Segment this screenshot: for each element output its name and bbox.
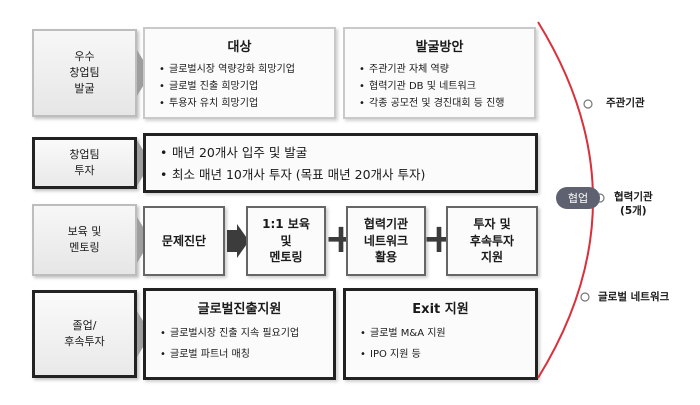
- exit-box: Exit 지원 글로벌 M&A 지원 IPO 지원 등: [343, 288, 538, 380]
- node-host: [583, 99, 593, 109]
- list-item: 글로벌 진출 희망기업: [159, 78, 334, 95]
- list-item: 글로벌 파트너 매칭: [160, 344, 333, 365]
- network-label: 글로벌 네트워크: [598, 291, 670, 303]
- global-title: 글로벌진출지원: [197, 302, 282, 317]
- cooperation-badge: 협업: [556, 187, 600, 209]
- list-item: 최소 매년 10개사 투자 (목표 매년 20개사 투자): [160, 164, 535, 186]
- list-item: 투용자 유치 희망기업: [159, 95, 334, 112]
- global-box: 글로벌진출지원 글로벌시장 진출 지속 필요기업 글로벌 파트너 매칭: [143, 288, 336, 380]
- partner-label: 협력기관 (5개): [614, 191, 653, 218]
- arrow-right-icon: [227, 230, 237, 252]
- list-item: 글로벌시장 역량강화 희망기업: [159, 61, 334, 78]
- step-mentoring: 1:1 보육 및 멘토링: [246, 206, 326, 276]
- discovery-title: 발굴방안: [415, 40, 464, 55]
- list-item: 글로벌 M&A 지원: [360, 323, 535, 344]
- step-diagnosis: 문제진단: [143, 206, 225, 276]
- target-title: 대상: [227, 40, 252, 55]
- step-network: 협력기관 네트워크 활용: [346, 206, 426, 276]
- list-item: 매년 20개사 입주 및 발굴: [160, 142, 535, 164]
- list-item: 글로벌시장 진출 지속 필요기업: [160, 323, 333, 344]
- list-item: 각종 공모전 및 경진대회 등 진행: [359, 95, 534, 112]
- host-label: 주관기관: [606, 97, 645, 109]
- list-item: 협력기관 DB 및 네트워크: [359, 78, 534, 95]
- exit-title: Exit 지원: [412, 302, 469, 317]
- stage-investment: 창업팀 투자: [32, 137, 137, 189]
- investment-box: 매년 20개사 입주 및 발굴 최소 매년 10개사 투자 (목표 매년 20개…: [143, 133, 538, 193]
- discovery-box: 발굴방안 주관기관 자체 역량 협력기관 DB 및 네트워크 각종 공모전 및 …: [343, 27, 536, 119]
- node-network: [580, 292, 590, 302]
- list-item: IPO 지원 등: [360, 344, 535, 365]
- stage-graduation: 졸업/ 후속투자: [32, 290, 137, 378]
- stage-discovery: 우수 창업팀 발굴: [32, 29, 137, 117]
- step-follow-investment: 투자 및 후속투자 지원: [446, 206, 538, 276]
- target-box: 대상 글로벌시장 역량강화 희망기업 글로벌 진출 희망기업 투용자 유치 희망…: [143, 27, 336, 119]
- stage-mentoring: 보육 및 멘토링: [32, 204, 137, 276]
- list-item: 주관기관 자체 역량: [359, 61, 534, 78]
